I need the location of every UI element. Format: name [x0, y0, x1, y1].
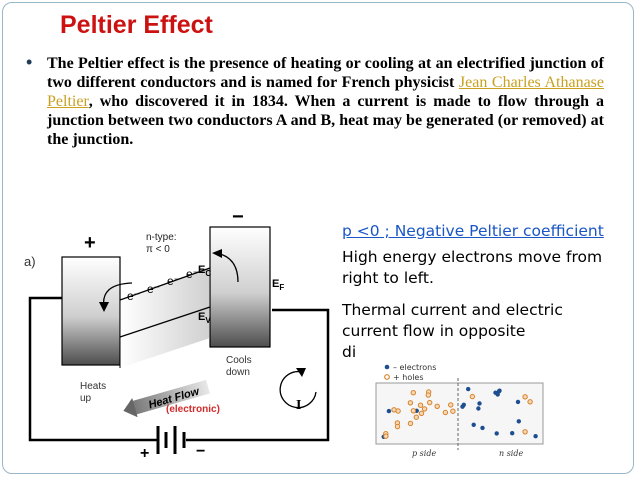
- hole-dot: [394, 423, 401, 430]
- ef-label: EF: [272, 278, 284, 292]
- hole-dot: [427, 399, 433, 406]
- hole-dot: [407, 400, 414, 406]
- hole-dot: [410, 408, 417, 414]
- hole-dot: [450, 408, 456, 414]
- electron-dot: [510, 431, 515, 436]
- current-label: I: [296, 398, 301, 413]
- hole-dot: [469, 393, 476, 400]
- ec-label: EC: [198, 264, 211, 278]
- peltier-link[interactable]: Jean Charles Athanase Peltier: [47, 74, 605, 110]
- heats-up-label: Heats: [80, 381, 106, 392]
- hole-dot: [391, 407, 397, 413]
- hole-dot: [421, 406, 428, 412]
- electron-dot: [516, 419, 521, 424]
- hole-dot: [407, 420, 414, 427]
- conduction-band-edge: [119, 267, 211, 301]
- n-side-label: n side: [499, 449, 523, 458]
- legend-holes: + holes: [393, 373, 424, 382]
- electron-symbol: e⁻: [127, 289, 140, 303]
- electron-dot: [476, 406, 481, 411]
- circuit-wire: [28, 296, 330, 442]
- electron-symbol: e⁻: [167, 274, 180, 288]
- electron-dot: [480, 425, 485, 431]
- hole-dot: [522, 394, 528, 400]
- battery-minus-label: −: [196, 443, 205, 460]
- ev-label: EV: [198, 311, 211, 325]
- electron-dot: [496, 389, 502, 394]
- right-metal-bar: [209, 226, 271, 348]
- electron-dot: [386, 408, 392, 414]
- arrowhead-icon: [99, 302, 109, 312]
- legend-electron-dot: [384, 364, 390, 370]
- ntype-label: n-type:: [146, 232, 177, 243]
- plus-terminal-label: +: [84, 232, 96, 254]
- slide-title: Peltier Effect: [60, 11, 213, 39]
- hole-dot: [413, 414, 419, 420]
- electron-text-line-1: High energy electrons move from: [342, 248, 603, 266]
- battery-plus-label: +: [140, 445, 149, 462]
- current-loop-arrow: [279, 370, 317, 409]
- thermal-text-line-1: Thermal current and electric: [342, 301, 563, 319]
- hole-dot: [522, 429, 528, 435]
- paragraph-text-before: The Peltier effect is the presence of he…: [47, 55, 604, 91]
- arrowhead-icon: [212, 249, 222, 258]
- hole-dot: [434, 403, 440, 409]
- thermal-text-line-3: di: [342, 343, 357, 361]
- legend-electrons: – electrons: [393, 363, 436, 372]
- hole-dot: [527, 399, 533, 405]
- right-panel: p <0 ; Negative Peltier coefficient High…: [342, 221, 630, 363]
- cools-down-label-2: down: [226, 367, 250, 378]
- electron-dot: [533, 434, 538, 439]
- electron-text-line-2: right to left.: [342, 269, 434, 287]
- hole-dot: [417, 402, 424, 408]
- p-side-label: p side: [412, 449, 436, 458]
- pn-junction-inset: – electrons + holes p side n side: [375, 363, 544, 458]
- electronic-label: (electronic): [166, 404, 220, 415]
- coefficient-link[interactable]: p <0 ; Negative Peltier coefficient: [342, 222, 604, 240]
- electron-dot: [494, 431, 499, 436]
- arrowhead-icon: [123, 397, 138, 418]
- left-metal-bar: [61, 256, 121, 366]
- paragraph-text-after: , who discovered it in 1834. When a curr…: [47, 93, 604, 148]
- electron-symbol: e⁻: [186, 267, 199, 281]
- hole-dot: [448, 402, 454, 408]
- battery-symbol: [156, 426, 186, 454]
- electron-dot: [515, 399, 521, 405]
- electron-symbol: e⁻: [147, 282, 160, 296]
- heats-up-label-2: up: [80, 393, 92, 404]
- cools-down-label: Cools: [226, 355, 252, 366]
- hole-dot: [418, 410, 425, 416]
- hole-dot: [442, 409, 449, 416]
- hole-dot: [383, 433, 389, 439]
- bullet-marker: •: [26, 52, 33, 72]
- thermal-text-line-2: current flow in opposite: [342, 322, 526, 340]
- electron-dot: [477, 401, 482, 406]
- electron-dot: [466, 386, 471, 392]
- hole-dot: [410, 390, 416, 396]
- panel-label: a): [24, 254, 36, 269]
- arrowhead-icon: [296, 368, 306, 377]
- electron-dot: [460, 404, 465, 409]
- minus-terminal-label: −: [232, 206, 244, 228]
- body-paragraph: The Peltier effect is the presence of he…: [47, 54, 604, 149]
- electron-dot: [471, 422, 476, 427]
- ntype-pi-label: π < 0: [146, 244, 170, 255]
- semiconductor-band: [120, 268, 210, 368]
- hole-dot: [425, 392, 431, 398]
- valence-band-edge: [119, 306, 211, 338]
- legend-hole-dot: [384, 374, 390, 380]
- slide-frame: [2, 2, 634, 474]
